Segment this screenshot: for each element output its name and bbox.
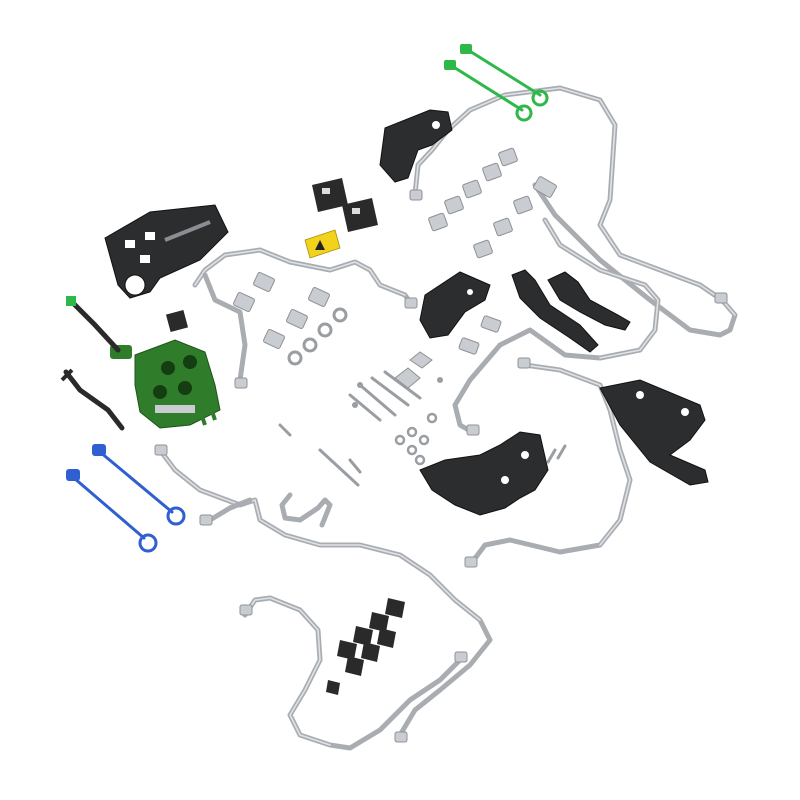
- warning-decal: [304, 229, 341, 259]
- bracket-center: [419, 271, 491, 339]
- hydraulic-tube-right-lower: [467, 362, 633, 568]
- control-valve: [110, 339, 221, 429]
- bracket-upper-center: [379, 109, 453, 183]
- fittings-center: [233, 272, 502, 366]
- tube-end-fittings: [154, 189, 728, 743]
- hose-clamps: [326, 598, 405, 695]
- blue-dust-cap-2: [66, 469, 158, 553]
- control-lever: [60, 368, 125, 431]
- bracket-right: [599, 379, 709, 486]
- green-dust-cap-2: [444, 60, 533, 122]
- hydraulic-tube-upper-right: [412, 85, 738, 338]
- lever-arm-2: [547, 271, 631, 331]
- green-dust-cap-1: [460, 44, 549, 107]
- mounting-plate-upper-left: [104, 204, 229, 299]
- decal-1: [312, 178, 348, 212]
- bracket-lower-center: [419, 431, 549, 516]
- valve-block-small: [165, 309, 189, 333]
- hydraulic-tube-lower-long: [157, 447, 493, 738]
- hydraulic-tube-bottom-left: [242, 595, 465, 751]
- hydraulic-tube-upper-middle: [192, 247, 415, 383]
- lever-arm-1: [511, 269, 599, 353]
- decal-2: [342, 198, 378, 232]
- bolts-and-nuts: [278, 351, 567, 487]
- hydraulic-tube-right-middle: [452, 217, 661, 435]
- fittings-upper-right: [428, 147, 557, 259]
- valve-handle: [66, 296, 121, 353]
- hook-tube: [279, 492, 333, 528]
- blue-dust-cap-1: [92, 444, 186, 526]
